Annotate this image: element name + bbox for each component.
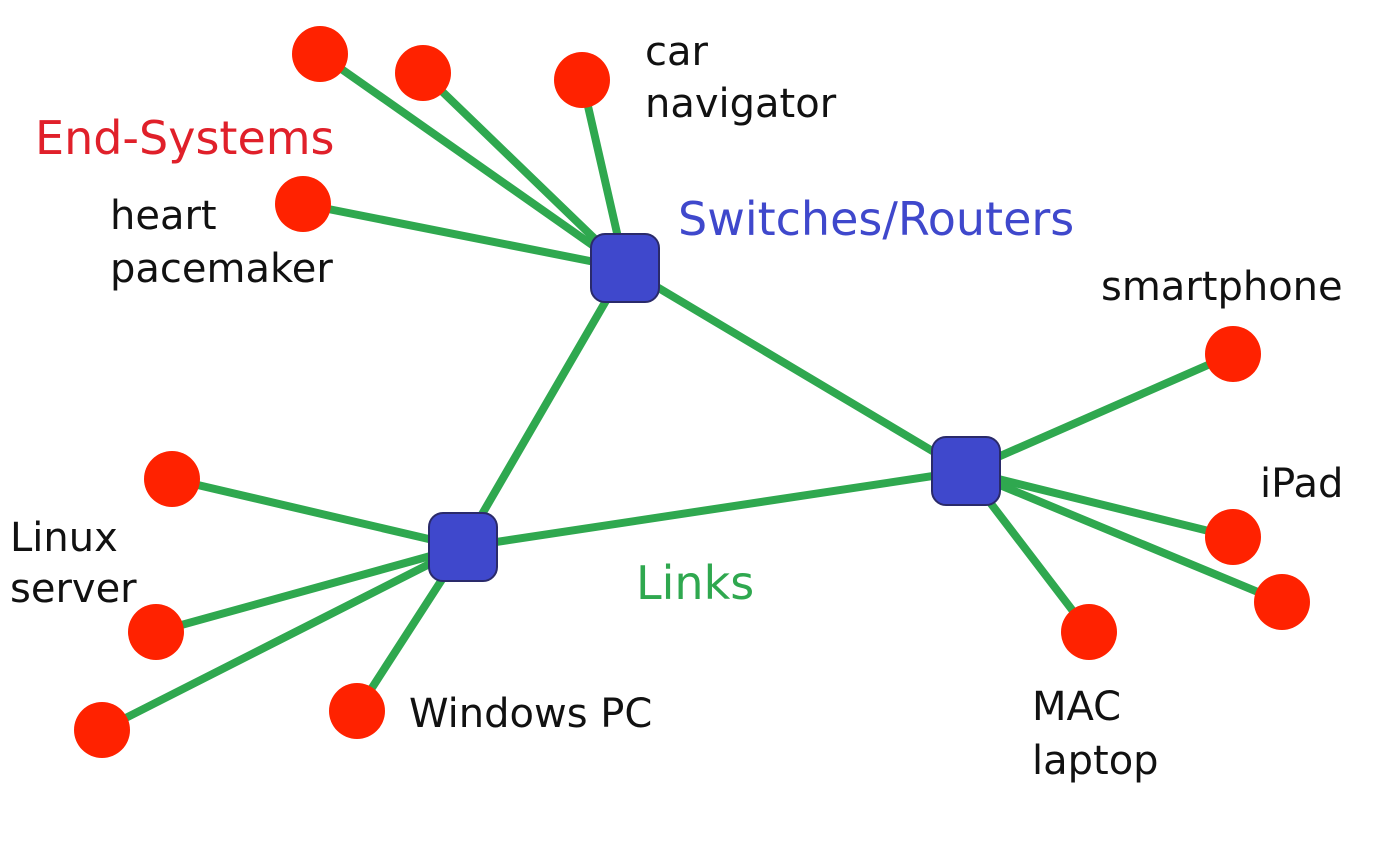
- end-system-node: [395, 45, 451, 101]
- link-s2-s3: [459, 467, 970, 551]
- end-system-smartphone: [1205, 326, 1261, 382]
- smartphone-label: smartphone: [1101, 264, 1343, 310]
- car-navigator-label-line2: navigator: [645, 81, 837, 127]
- link-s1-es2: [419, 69, 629, 272]
- links-label: Links: [636, 556, 754, 610]
- switches-routers: [428, 233, 1001, 582]
- mac-laptop-label-line2: laptop: [1032, 738, 1159, 784]
- end-system-ipad: [1205, 509, 1261, 565]
- link-s3-ipad: [962, 467, 1237, 541]
- end-systems: [74, 26, 1310, 758]
- switches-routers-label: Switches/Routers: [678, 192, 1074, 246]
- link-s1-s2: [459, 264, 629, 551]
- linux-server-label-line2: server: [10, 566, 137, 612]
- link-s2-es-top: [168, 475, 467, 551]
- link-s1-es1: [316, 50, 629, 272]
- mac-laptop-label-line1: MAC: [1032, 684, 1121, 730]
- end-system-linux-server: [128, 604, 184, 660]
- windows-pc-label: Windows PC: [409, 691, 652, 737]
- end-system-node: [144, 451, 200, 507]
- ipad-label: iPad: [1260, 461, 1343, 507]
- end-system-car-navigator: [554, 52, 610, 108]
- end-system-node: [292, 26, 348, 82]
- end-system-mac-laptop: [1061, 604, 1117, 660]
- end-system-windows-pc: [329, 683, 385, 739]
- end-systems-label: End-Systems: [35, 111, 335, 165]
- link-s2-es-bottom: [98, 543, 467, 734]
- link-s2-linux-server: [152, 543, 467, 636]
- end-system-heart-pacemaker: [275, 176, 331, 232]
- heart-pacemaker-label-line1: heart: [110, 193, 217, 239]
- link-s3-smartphone: [962, 350, 1237, 475]
- end-system-node: [1254, 574, 1310, 630]
- linux-server-label-line1: Linux: [10, 515, 118, 561]
- switch-router-right: [931, 436, 1001, 506]
- switch-router-top: [590, 233, 660, 303]
- car-navigator-label-line1: car: [645, 29, 709, 75]
- switch-router-left: [428, 512, 498, 582]
- link-s3-es-right: [962, 467, 1286, 606]
- heart-pacemaker-label-line2: pacemaker: [110, 246, 333, 292]
- link-s1-s3: [621, 264, 970, 475]
- end-system-node: [74, 702, 130, 758]
- link-s1-heart-pacemaker: [299, 200, 629, 272]
